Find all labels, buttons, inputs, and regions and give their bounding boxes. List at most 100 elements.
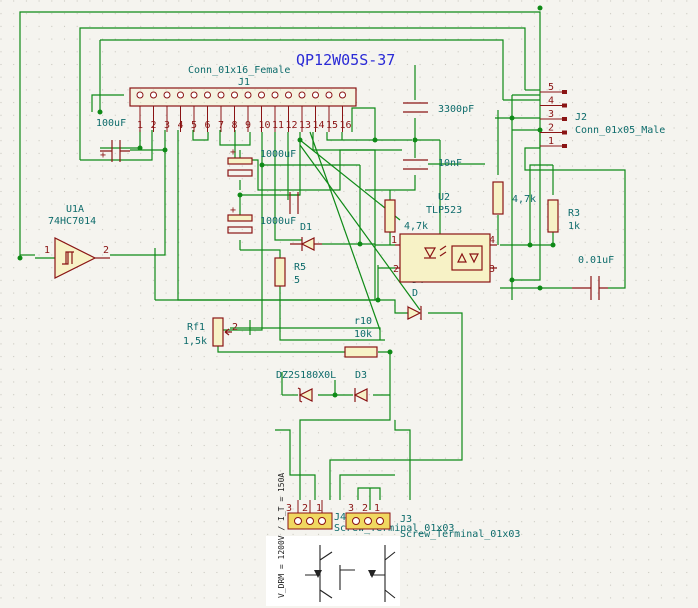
u2-pin3: 3 xyxy=(489,264,495,275)
j1-socket-13 xyxy=(298,91,306,99)
j1-pin-number: 14 xyxy=(313,120,325,131)
j1-socket-7 xyxy=(217,91,225,99)
u2-ref-label: U2 xyxy=(438,192,450,203)
j2-pin-end xyxy=(562,103,567,108)
j1-pin-number: 16 xyxy=(340,120,352,131)
j4-pin2: 2 xyxy=(302,503,308,514)
u1a-ref-label: U1A xyxy=(66,204,84,215)
buffer-u1a: 1 2 U1A 74HC7014 xyxy=(35,204,110,279)
j1-socket-8 xyxy=(231,91,238,99)
cap-1000uf-b-label: 1000uF xyxy=(260,216,296,227)
d3-ref-label: D3 xyxy=(355,370,367,381)
cap-3300pf-label: 3300pF xyxy=(438,104,474,115)
j1-socket-3 xyxy=(163,91,171,99)
wires xyxy=(19,11,626,510)
j3-pin1: 1 xyxy=(374,503,380,514)
resistor-r10: r10 10k xyxy=(344,316,378,358)
j1-body xyxy=(129,87,357,107)
r10-value-label: 10k xyxy=(354,329,372,340)
cap-film-middle xyxy=(289,192,299,214)
thyristor-module-inset: V_DRM = 1200V / I_T = 150A xyxy=(266,473,400,606)
cap-100uf: + 100uF xyxy=(96,118,130,162)
j1-socket-2 xyxy=(150,91,157,99)
cap-1000uf-a: + 1000uF xyxy=(227,147,296,177)
j1-socket-1 xyxy=(136,91,144,99)
j2-pin-end xyxy=(562,90,567,94)
j3-pin3: 3 xyxy=(348,503,354,514)
u2-body xyxy=(399,233,491,283)
j1-ref-label: J1 xyxy=(238,77,250,88)
rf1-value-label: 1,5k xyxy=(183,336,207,347)
j2-pin-number: 4 xyxy=(548,96,554,107)
j4-pin3: 3 xyxy=(286,503,292,514)
j1-pin-number: 9 xyxy=(245,120,251,131)
j1-socket-5 xyxy=(190,91,198,99)
r47k-right-label: 4,7k xyxy=(512,194,536,205)
j1-pin-number: 8 xyxy=(232,120,238,131)
zener-ref-label: DZ2S180X0L xyxy=(276,370,336,381)
u2-triac-icon xyxy=(451,245,483,271)
j1-socket-12 xyxy=(285,91,292,99)
d1-ref-label: D1 xyxy=(300,222,312,233)
r5-ref-label: R5 xyxy=(294,262,306,273)
j1-socket-14 xyxy=(312,91,319,99)
svg-text:+: + xyxy=(100,150,106,161)
j1-pin-number: 4 xyxy=(178,120,184,131)
j2-pin-end xyxy=(562,117,567,121)
svg-text:+: + xyxy=(230,147,236,158)
cap-1000uf-b: + 1000uF xyxy=(227,205,296,234)
j2-type-label: Conn_01x05_Male xyxy=(575,125,665,136)
cap-001uf: 0.01uF xyxy=(572,255,614,300)
module-rating-note: V_DRM = 1200V / I_T = 150A xyxy=(277,473,286,598)
j1-socket-16 xyxy=(339,91,346,99)
potentiometer-rf1: 2 Rf1 1,5k xyxy=(183,317,238,347)
j1-pin-number: 5 xyxy=(191,120,197,131)
diode-d1: D1 xyxy=(290,222,322,251)
resistor-47k-left: 4,7k xyxy=(384,199,428,233)
diode-zener: DZ2S180X0L xyxy=(276,370,336,403)
u1a-value-label: 74HC7014 xyxy=(48,216,96,227)
module-scr-icon xyxy=(314,570,322,578)
j1-pin-number: 13 xyxy=(299,120,311,131)
j4-pin1: 1 xyxy=(316,503,322,514)
j2-pin-number: 1 xyxy=(548,136,554,147)
j1-socket-4 xyxy=(177,91,184,99)
terminal-j3: 3 2 1 J3 Screw_Terminal_01x03 xyxy=(345,503,520,540)
j3-ref-label: J3 xyxy=(400,514,412,525)
j2-pin-number: 5 xyxy=(548,82,554,93)
j1-socket-6 xyxy=(204,91,211,99)
optocoupler-u2: 1 2 3 4 U2 TLP523 xyxy=(391,192,497,283)
rf1-ref-label: Rf1 xyxy=(187,322,205,333)
r3-ref-label: R3 xyxy=(568,208,580,219)
resistor-r3: R3 1k xyxy=(547,199,580,233)
terminal-j4: 3 2 1 J4 Screw_Terminal_01x03 xyxy=(286,500,454,534)
j1-socket-9 xyxy=(244,91,252,99)
u2-pin2: 2 xyxy=(393,264,399,275)
rf1-wiper-pin: 2 xyxy=(232,322,238,333)
j1-pin-number: 6 xyxy=(205,120,211,131)
d4-value-label: D xyxy=(412,288,418,299)
j2-pin-number: 2 xyxy=(548,123,554,134)
j4-value-label: Screw_Terminal_01x03 xyxy=(334,523,454,534)
cap-1000uf-a-label: 1000uF xyxy=(260,149,296,160)
j1-type-label: Conn_01x16_Female xyxy=(188,65,290,76)
j1-socket-11 xyxy=(271,91,279,99)
resistor-r5: R5 5 xyxy=(274,257,306,287)
buffer-triangle xyxy=(54,237,97,279)
r47k-left-label: 4,7k xyxy=(404,221,428,232)
r3-value-label: 1k xyxy=(568,221,580,232)
cap-001uf-label: 0.01uF xyxy=(578,255,614,266)
r10-ref-label: r10 xyxy=(354,316,372,327)
diode-d3: D3 xyxy=(353,370,368,402)
j4-ref-label: J4 xyxy=(334,512,346,523)
j2-pin-end xyxy=(562,144,567,148)
u2-pin1: 1 xyxy=(391,235,397,246)
j2-pin-end xyxy=(562,130,567,135)
svg-text:+: + xyxy=(230,205,236,216)
j1-socket-10 xyxy=(258,91,265,99)
